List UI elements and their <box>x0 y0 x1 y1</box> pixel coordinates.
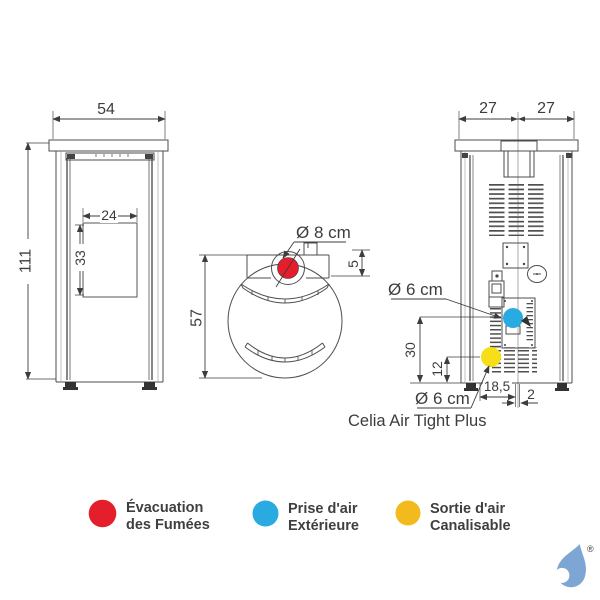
fan-knob <box>527 265 547 283</box>
rear-flue-duct <box>500 140 538 178</box>
front-feet <box>63 382 157 390</box>
legend-label-line2: Extérieure <box>288 517 359 534</box>
label-flue-diameter: Ø 8 cm <box>296 223 351 242</box>
duct-outlet-port <box>481 347 501 367</box>
door-hinge-right <box>145 154 153 159</box>
convection-grille <box>489 184 544 236</box>
legend: Évacuation des Fumées Prise d'air Extéri… <box>0 0 600 534</box>
rear-view: 27 27 30 12 18,5 2 Ø 6 cm Ø 6 cm <box>388 100 579 409</box>
front-view: 54 111 24 33 <box>18 101 169 390</box>
legend-item-flue-exhaust: Évacuation des Fumées <box>88 499 210 534</box>
water-drop-icon: ® <box>554 544 594 588</box>
legend-label-line2: Canalisable <box>430 517 511 534</box>
technical-drawing: 54 111 24 33 <box>18 100 579 430</box>
glass-window <box>82 222 138 298</box>
legend-label: Prise d'air Extérieure <box>288 500 359 535</box>
dim-rear-width-right: 27 <box>537 100 555 117</box>
duct-outlet-dot-icon <box>395 500 421 526</box>
legend-item-outside-air-intake: Prise d'air Extérieure <box>252 500 359 535</box>
dim-pipe-offset: 2 <box>527 386 535 402</box>
access-plate <box>502 242 529 269</box>
dim-inlet-height: 30 <box>402 342 418 358</box>
water-drop-logo: ® <box>549 539 597 597</box>
dim-collar-offset: 5 <box>345 260 361 268</box>
legend-label-line2: des Fumées <box>126 516 210 533</box>
air-inlet-port <box>503 308 523 328</box>
bottom-vent-band <box>244 342 326 363</box>
dim-glass-width: 24 <box>101 207 117 223</box>
air-inlet-arrow <box>521 316 531 327</box>
flue-latch <box>303 242 318 256</box>
top-view: 57 5 Ø 8 cm <box>189 223 370 379</box>
power-switch <box>488 270 505 308</box>
legend-label-line1: Évacuation <box>126 500 204 516</box>
dim-outlet-offset: 18,5 <box>484 379 510 394</box>
legend-item-ductable-air-outlet: Sortie d'air Canalisable <box>395 500 511 535</box>
dim-glass-height: 33 <box>72 250 88 266</box>
legend-label-line1: Sortie d'air <box>430 501 506 517</box>
dim-rear-width-left: 27 <box>479 100 497 117</box>
air-intake-dot-icon <box>252 500 279 527</box>
svg-text:®: ® <box>587 544 594 554</box>
model-caption: Celia Air Tight Plus <box>348 412 486 430</box>
label-air-inlet-diameter: Ø 6 cm <box>388 280 443 299</box>
legend-label: Évacuation des Fumées <box>126 499 210 534</box>
rear-feet <box>464 383 569 391</box>
top-vent-band <box>240 283 330 304</box>
dim-front-height: 111 <box>18 249 35 273</box>
dim-outlet-height: 12 <box>429 361 445 377</box>
label-duct-outlet-diameter: Ø 6 cm <box>415 389 470 408</box>
dim-depth: 57 <box>189 309 206 327</box>
door-hinge-left <box>67 154 75 159</box>
dim-front-width: 54 <box>97 101 115 118</box>
flue-exhaust-dot-icon <box>88 499 117 528</box>
legend-label: Sortie d'air Canalisable <box>430 500 511 535</box>
legend-label-line1: Prise d'air <box>288 501 358 517</box>
